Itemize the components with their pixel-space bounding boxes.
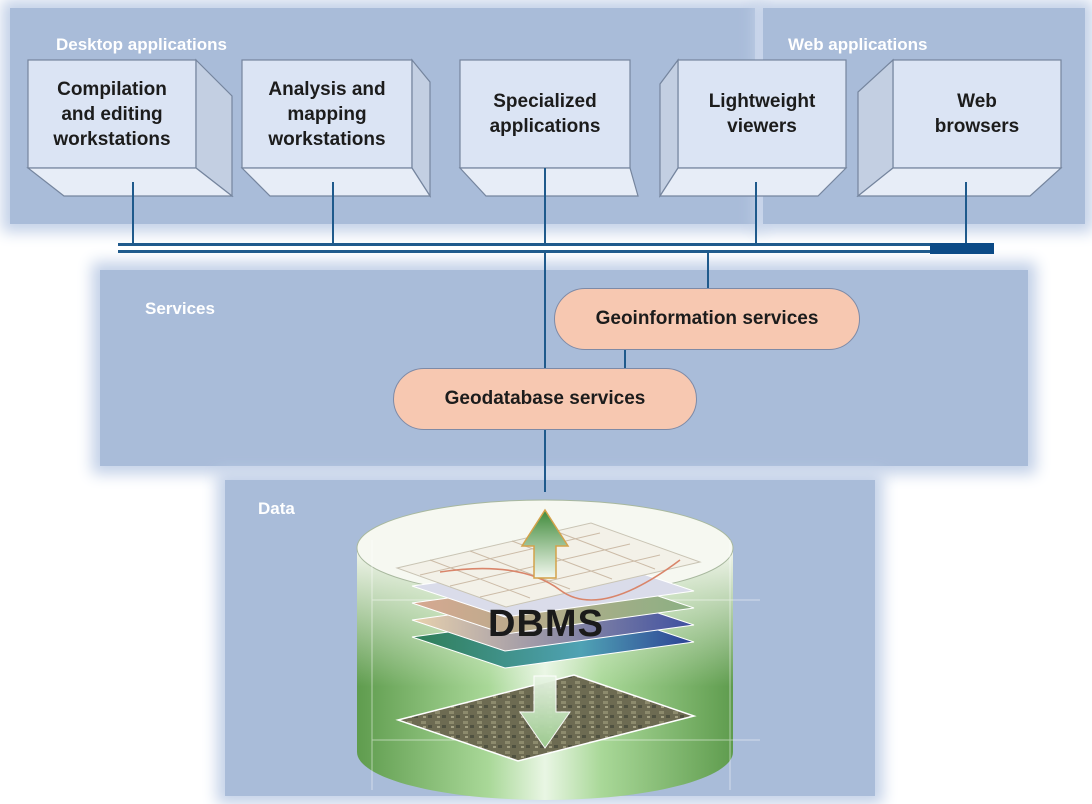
box-connectors <box>132 168 967 243</box>
up-arrow <box>520 508 570 579</box>
analysis-mapping-workstations-label: Analysis and mapping workstations <box>268 78 386 150</box>
box-specialized-shape <box>458 59 639 197</box>
box-compilation-shape <box>26 58 234 198</box>
services-label: Services <box>145 299 215 318</box>
desktop-applications-label: Desktop applications <box>56 35 227 54</box>
data-label: Data <box>258 499 295 518</box>
box-lightweight-shape <box>658 58 848 199</box>
down-arrow <box>519 675 571 749</box>
geoinformation-services-pill: Geoinformation services <box>554 288 860 350</box>
geodatabase-services-pill: Geodatabase services <box>393 368 697 430</box>
specialized-applications-label: Specialized applications <box>489 91 601 137</box>
box-analysis-shape <box>240 58 432 199</box>
compilation-editing-workstations-label: Compilation and editing workstations <box>53 78 171 150</box>
network-bus <box>118 243 994 254</box>
web-applications-label: Web applications <box>788 35 928 54</box>
lightweight-viewers-label: Lightweight viewers <box>708 91 816 137</box>
web-browsers-label: Web browsers <box>934 91 1020 137</box>
service-connectors <box>544 253 709 492</box>
dbms-label: DBMS <box>488 603 604 645</box>
box-web-browsers-shape <box>856 58 1063 198</box>
